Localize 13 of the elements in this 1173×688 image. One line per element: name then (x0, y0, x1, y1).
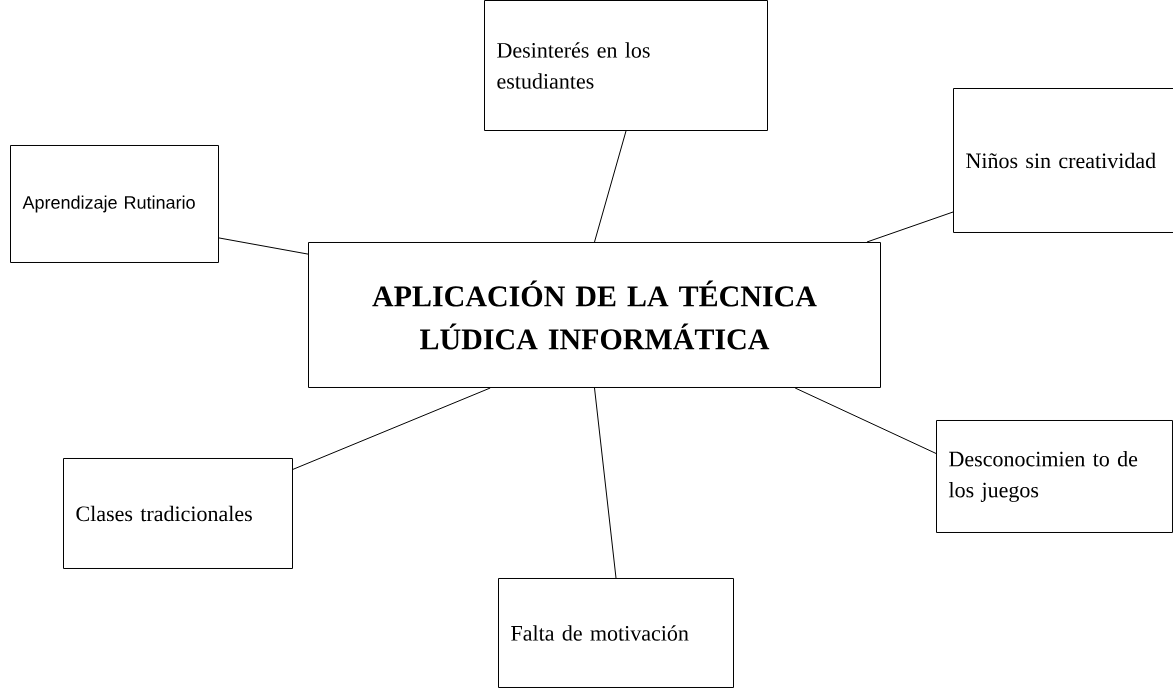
central-box: APLICACIÓN DE LA TÉCNICA LÚDICA INFORMÁTICA (308, 242, 881, 388)
connector-line (594, 130, 627, 243)
cause-box: Aprendizaje Rutinario (10, 145, 219, 263)
cause-box: Clases tradicionales (63, 458, 293, 569)
cause-box: Desinterés en los estudiantes (484, 0, 768, 131)
connector-line (218, 237, 309, 255)
cause-box: Niños sin creatividad (953, 88, 1173, 233)
cause-box: Desconocimien to de los juegos (936, 420, 1173, 533)
connector-line (866, 211, 954, 243)
connector-line (594, 387, 617, 579)
connector-line (794, 387, 937, 454)
connector-line (292, 387, 491, 470)
cause-box: Falta de motivación (498, 578, 734, 688)
